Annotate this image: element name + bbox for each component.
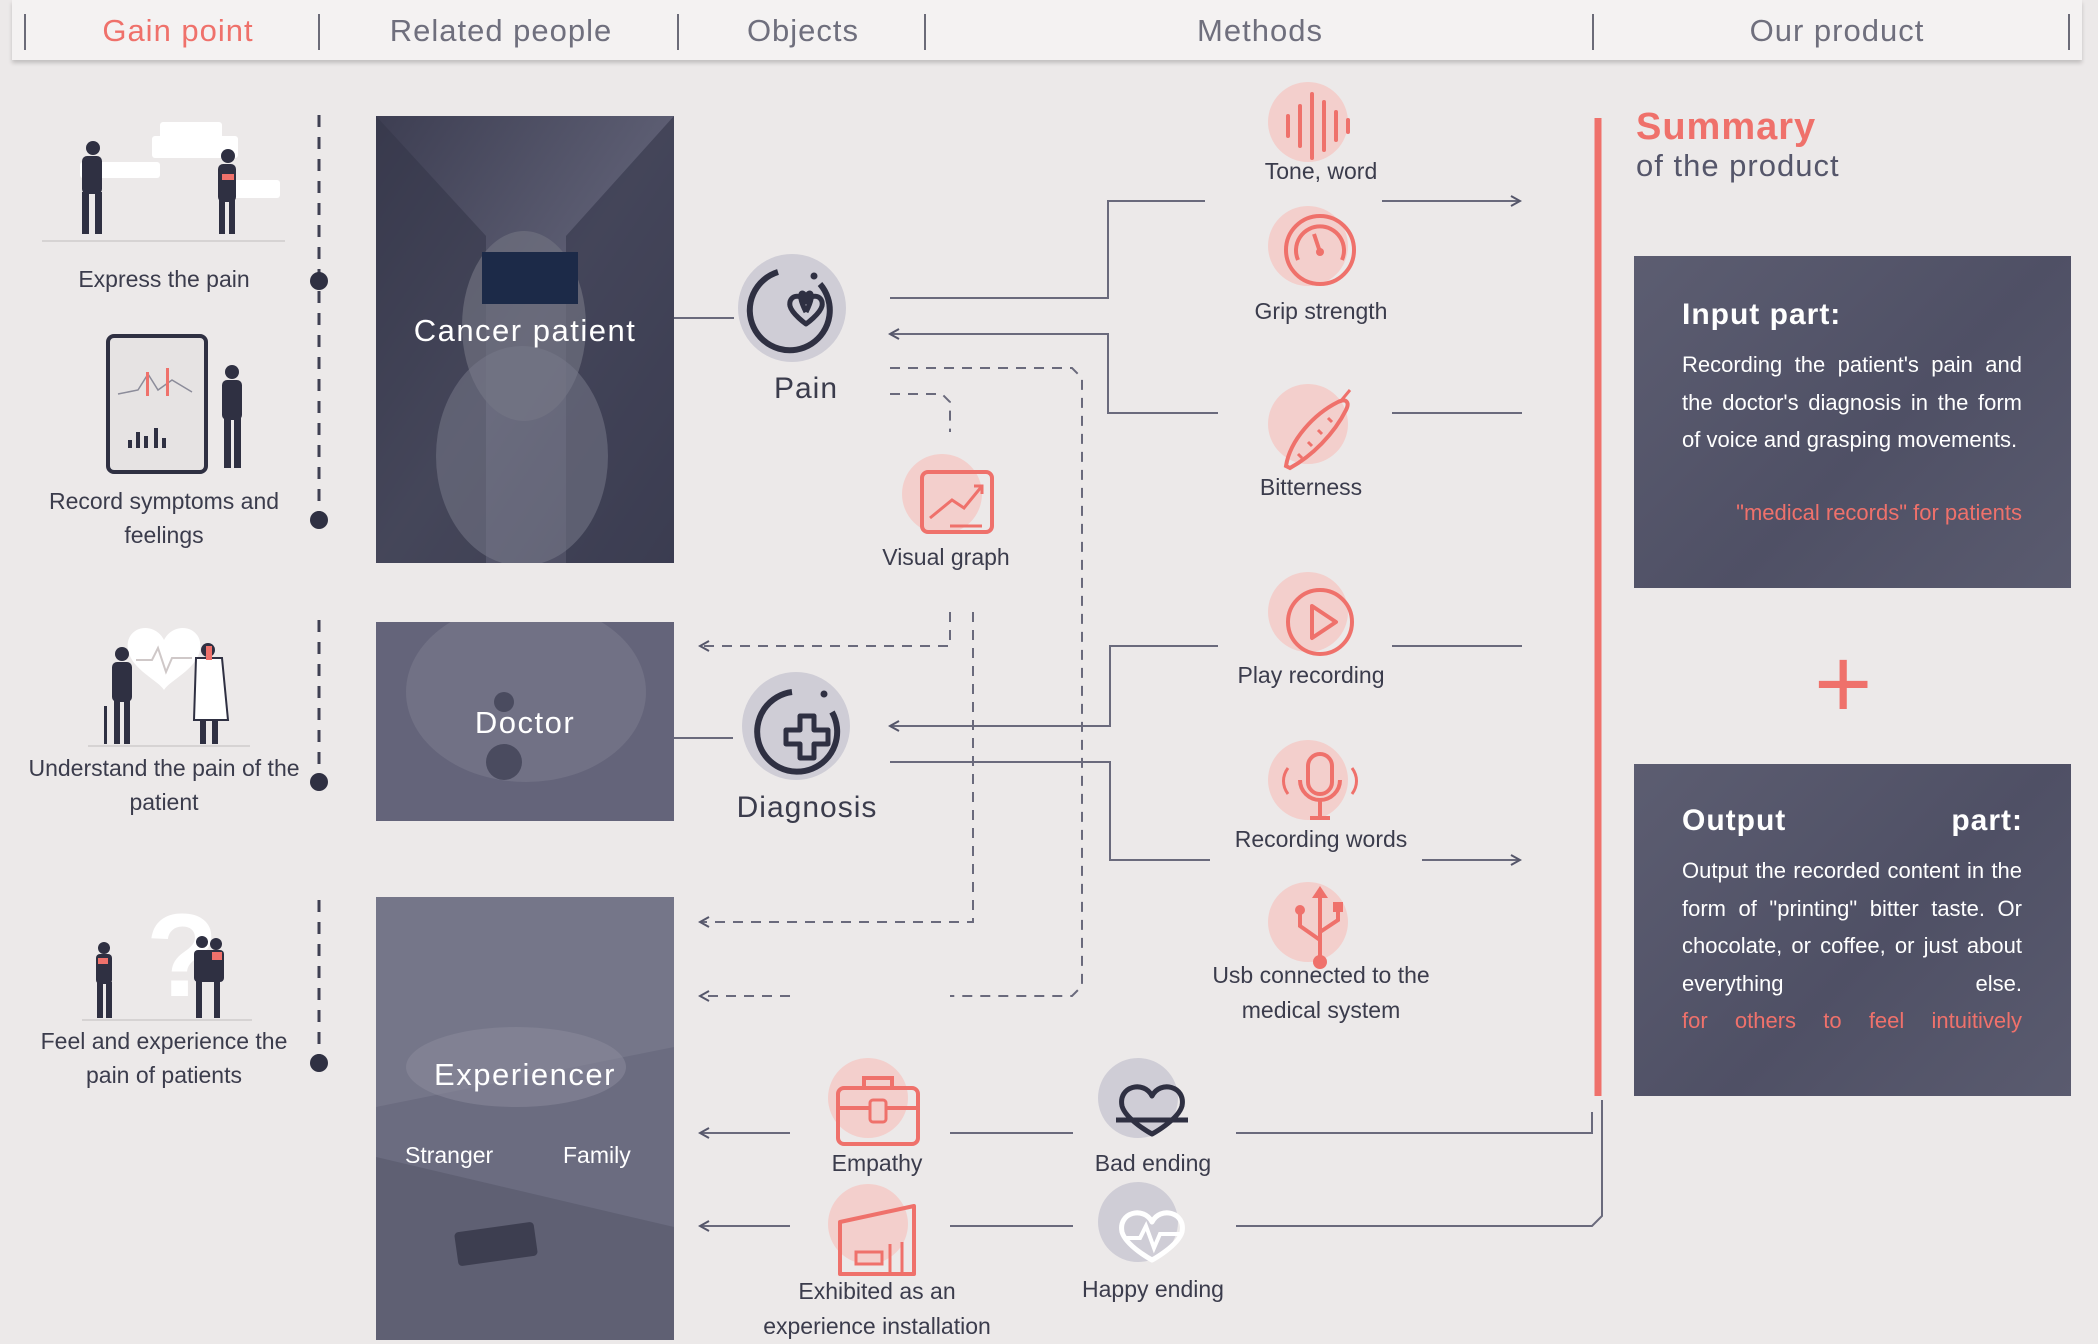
gain-point-label: Record symptoms and feelings bbox=[48, 488, 280, 548]
gain-point-label: Express the pain bbox=[78, 266, 250, 292]
summary-subtitle: of the product bbox=[1636, 148, 1840, 183]
grip-strength-label: Grip strength bbox=[1254, 298, 1388, 324]
output-part-highlight: for others to feel intuitively bbox=[1682, 1008, 2022, 1033]
empathy-label: Empathy bbox=[831, 1150, 923, 1176]
experiencer-label: Experiencer bbox=[434, 1057, 616, 1092]
experiencer-photo bbox=[376, 897, 674, 1340]
bitterness-label: Bitterness bbox=[1259, 474, 1363, 500]
happy-ending-label: Happy ending bbox=[1082, 1276, 1224, 1302]
bitter-gourd-icon bbox=[1268, 384, 1352, 471]
visual-graph-label: Visual graph bbox=[882, 544, 1010, 570]
doctor-heart-icon bbox=[104, 627, 230, 744]
sound-wave-icon bbox=[1268, 82, 1350, 162]
tab-our-product[interactable]: Our product bbox=[1749, 13, 1925, 48]
cancer-patient-photo bbox=[376, 116, 674, 563]
bad-ending-label: Bad ending bbox=[1094, 1150, 1212, 1176]
output-part-text: Output the recorded content in the form … bbox=[1682, 858, 2022, 996]
doctor-photo bbox=[376, 622, 674, 821]
tab-related-people[interactable]: Related people bbox=[389, 13, 613, 48]
doctor-label: Doctor bbox=[474, 705, 576, 740]
microphone-icon bbox=[1268, 740, 1358, 820]
usb-icon bbox=[1268, 882, 1348, 969]
tab-methods[interactable]: Methods bbox=[1197, 13, 1323, 48]
plus-sign: + bbox=[1814, 628, 1873, 740]
diagnosis-label: Diagnosis bbox=[736, 791, 878, 824]
header-divider bbox=[24, 14, 26, 50]
output-part-title-left: Output bbox=[1682, 804, 1787, 837]
gain-point-label: Understand the pain of the patient bbox=[28, 755, 300, 815]
gain-point-label: Feel and experience the pain of patients bbox=[40, 1028, 288, 1088]
header-bar: Gain point Related people Objects Method… bbox=[12, 0, 2082, 60]
pain-label: Pain bbox=[773, 372, 839, 405]
visual-graph-icon bbox=[902, 454, 994, 534]
tone-word-label: Tone, word bbox=[1264, 158, 1378, 184]
output-part-title-right: part: bbox=[1951, 804, 2023, 837]
pain-heart-icon bbox=[738, 254, 846, 362]
broken-heart-icon bbox=[1098, 1058, 1188, 1138]
header-divider bbox=[924, 14, 926, 50]
summary-title: Summary bbox=[1636, 106, 1817, 148]
header-divider bbox=[2068, 14, 2070, 50]
stranger-label: Stranger bbox=[405, 1142, 494, 1168]
cancer-patient-label: Cancer patient bbox=[413, 313, 637, 348]
timeline-dots bbox=[310, 272, 328, 1072]
header-divider bbox=[318, 14, 320, 50]
input-part-highlight: "medical records" for patients bbox=[1736, 500, 2022, 525]
input-part-card: Input part: Recording the patient's pain… bbox=[1634, 256, 2071, 588]
installation-box-icon bbox=[828, 1184, 916, 1276]
play-icon bbox=[1268, 572, 1354, 656]
people-talking-icon bbox=[80, 122, 280, 234]
tablet-chart-icon bbox=[106, 334, 242, 474]
recording-words-label: Recording words bbox=[1234, 826, 1408, 852]
input-part-text: Recording the patient's pain and the doc… bbox=[1682, 352, 2022, 452]
diagnosis-cross-icon bbox=[742, 672, 850, 780]
family-label: Family bbox=[563, 1142, 631, 1168]
header-divider bbox=[1592, 14, 1594, 50]
output-part-card: Output part: Output the recorded content… bbox=[1634, 764, 2071, 1096]
tab-gain-point[interactable]: Gain point bbox=[102, 13, 254, 48]
gauge-icon bbox=[1268, 206, 1356, 286]
tab-objects[interactable]: Objects bbox=[746, 13, 860, 48]
play-recording-label: Play recording bbox=[1237, 662, 1385, 688]
header-divider bbox=[677, 14, 679, 50]
first-aid-kit-icon bbox=[828, 1058, 920, 1146]
happy-heart-icon bbox=[1098, 1182, 1185, 1263]
question-people-icon: ? bbox=[96, 892, 224, 1022]
input-part-title: Input part: bbox=[1682, 298, 1842, 331]
